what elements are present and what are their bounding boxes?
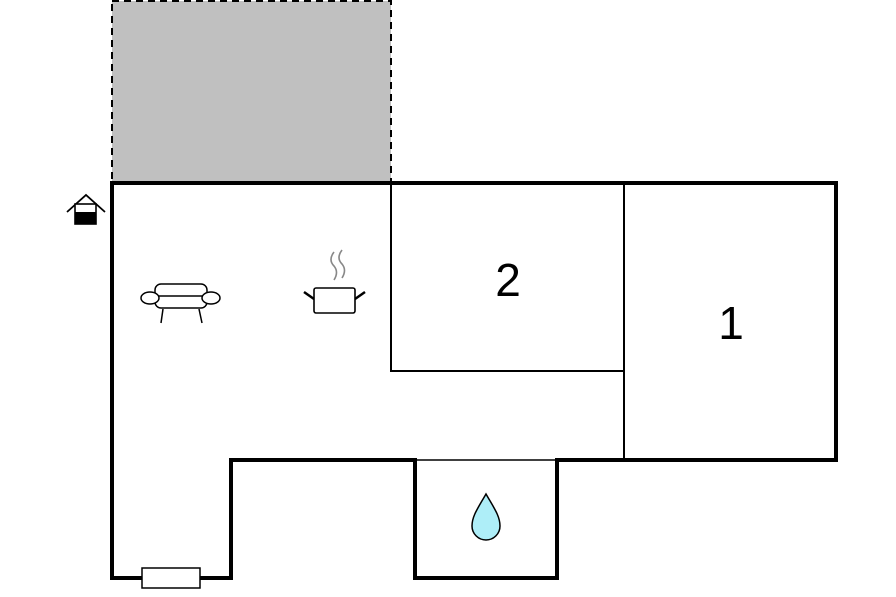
room-1-label: 1 bbox=[718, 297, 744, 349]
room-2-wall bbox=[390, 183, 624, 372]
sofa-icon bbox=[140, 283, 221, 324]
cooking-pot-icon bbox=[303, 249, 366, 314]
terrace-area bbox=[111, 0, 392, 184]
entrance-house-icon bbox=[66, 193, 106, 225]
water-drop-icon bbox=[471, 492, 501, 541]
radiator-icon bbox=[141, 567, 201, 589]
room-2-label: 2 bbox=[495, 254, 521, 306]
